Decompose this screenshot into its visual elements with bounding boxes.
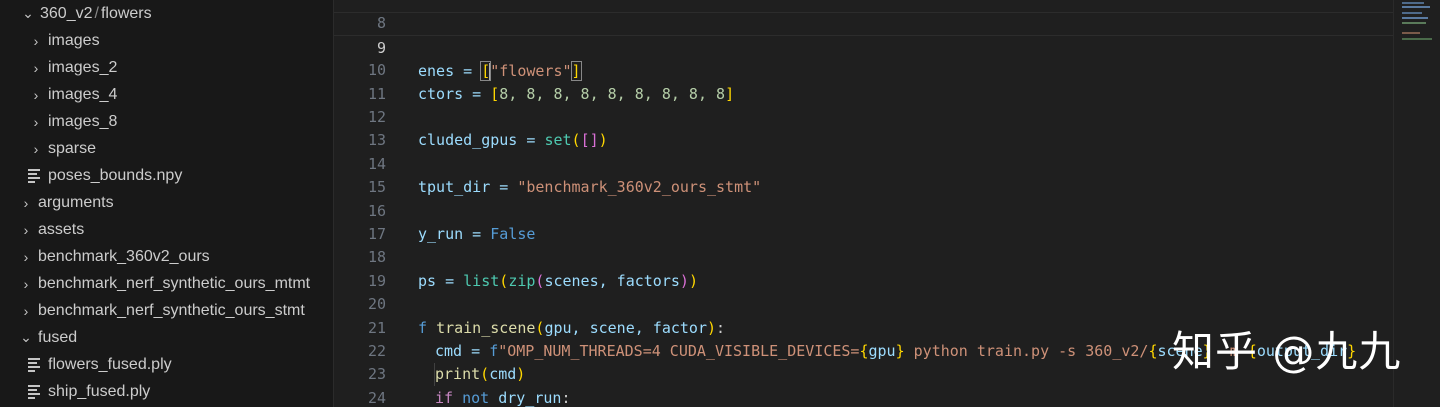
tree-item-poses-bounds[interactable]: poses_bounds.npy <box>0 162 333 189</box>
file-lines-icon <box>28 383 40 401</box>
tree-item-assets[interactable]: › assets <box>0 216 333 243</box>
tree-item-label: 360_v2 <box>40 4 93 22</box>
line-number: 18 <box>367 248 386 267</box>
line-number: 17 <box>367 225 386 243</box>
line-number: 22 <box>367 342 386 360</box>
file-lines-icon <box>28 167 40 185</box>
chevron-right-icon: › <box>23 194 29 211</box>
bracket-match: ] <box>570 61 582 82</box>
code-line: 8 <box>334 0 1393 32</box>
minimap[interactable] <box>1393 0 1440 407</box>
tree-item-360v2-flowers[interactable]: ⌄ 360_v2 / flowers <box>0 0 333 27</box>
code-line: 14 tput_dir = "benchmark_360v2_ours_stmt… <box>334 129 1393 196</box>
explorer-sidebar: ⌄ 360_v2 / flowers › images › images_2 ›… <box>0 0 334 407</box>
code-editor[interactable]: 8 9 enes = ["flowers"] 10 ctors = [8, 8,… <box>334 0 1393 407</box>
code-line: 23 if not dry_run: <box>334 340 1393 406</box>
bracket-match: [ <box>480 61 492 82</box>
line-number: 24 <box>367 388 386 407</box>
chevron-right-icon: › <box>23 275 29 292</box>
line-number: 14 <box>367 154 386 173</box>
chevron-right-icon: › <box>33 86 39 103</box>
file-lines-icon <box>28 356 40 374</box>
line-number: 12 <box>367 108 386 126</box>
chevron-right-icon: › <box>33 140 39 157</box>
chevron-down-icon: ⌄ <box>20 329 32 345</box>
line-number: 15 <box>367 178 386 197</box>
tree-item-label: images <box>48 31 100 49</box>
chevron-down-icon: ⌄ <box>22 5 34 21</box>
line-number: 16 <box>367 201 386 220</box>
code-line: 17 <box>334 200 1393 243</box>
line-number: 13 <box>367 131 386 150</box>
code-line: 11 <box>334 59 1393 103</box>
text-cursor <box>489 62 492 81</box>
tree-item-label: images_4 <box>48 85 118 103</box>
tree-item-fused[interactable]: ⌄ fused <box>0 324 333 351</box>
chevron-right-icon: › <box>33 113 39 130</box>
tree-item-label: benchmark_nerf_synthetic_ours_stmt <box>38 301 305 319</box>
indent-guide <box>434 363 435 387</box>
tree-item-images-8[interactable]: › images_8 <box>0 108 333 135</box>
tree-item-label: flowers <box>100 4 152 22</box>
watermark: 知乎 @九九 <box>1172 327 1402 376</box>
code-line: 18 ps = list(zip(scenes, factors)) <box>334 223 1393 289</box>
tree-item-label: images_8 <box>48 112 118 130</box>
code-line: 13 <box>334 106 1393 149</box>
tree-item-benchmark-nerf-mtmt[interactable]: › benchmark_nerf_synthetic_ours_mtmt <box>0 270 333 297</box>
chevron-right-icon: › <box>23 221 29 238</box>
tree-item-label: poses_bounds.npy <box>48 166 183 184</box>
tree-item-label: fused <box>38 328 78 346</box>
line-number: 11 <box>367 84 386 103</box>
chevron-right-icon: › <box>33 59 39 76</box>
path-separator: / <box>94 4 99 22</box>
tree-item-images-2[interactable]: › images_2 <box>0 54 333 81</box>
code-line: 24 os.system(cmd) <box>334 363 1393 407</box>
tree-item-benchmark-360v2-ours[interactable]: › benchmark_360v2_ours <box>0 243 333 270</box>
tree-item-benchmark-nerf-stmt[interactable]: › benchmark_nerf_synthetic_ours_stmt <box>0 297 333 324</box>
chevron-right-icon: › <box>33 32 39 49</box>
code-line: 22 print(cmd) <box>334 317 1393 383</box>
chevron-right-icon: › <box>23 302 29 319</box>
tree-item-label: flowers_fused.ply <box>48 355 172 373</box>
code-line: 20 f train_scene(gpu, scene, factor): <box>334 270 1393 336</box>
line-number: 20 <box>367 295 386 314</box>
tree-item-arguments[interactable]: › arguments <box>0 189 333 216</box>
line-number: 9 <box>376 38 386 57</box>
code-line: 15 <box>334 153 1393 196</box>
line-number: 19 <box>367 271 386 290</box>
tree-item-label: benchmark_360v2_ours <box>38 247 210 265</box>
code-line: 19 <box>334 246 1393 290</box>
code-line: 16 y_run = False <box>334 176 1393 243</box>
line-number: 10 <box>367 61 386 80</box>
chevron-right-icon: › <box>23 248 29 265</box>
tree-item-label: arguments <box>38 193 114 211</box>
tree-item-label: images_2 <box>48 58 118 76</box>
tree-item-images-4[interactable]: › images_4 <box>0 81 333 108</box>
tree-item-ship-fused[interactable]: ship_fused.ply <box>0 378 333 405</box>
code-line: 25 <box>334 387 1393 407</box>
code-line-current: 9 enes = ["flowers"] <box>334 12 1393 82</box>
line-number: 21 <box>367 318 386 337</box>
tree-item-label: benchmark_nerf_synthetic_ours_mtmt <box>38 274 311 292</box>
tree-item-label: assets <box>38 220 85 238</box>
line-number: 23 <box>367 365 386 384</box>
tree-item-sparse[interactable]: › sparse <box>0 135 333 162</box>
tree-item-images[interactable]: › images <box>0 27 333 54</box>
tree-item-label: sparse <box>48 139 97 157</box>
tree-item-label: ship_fused.ply <box>48 382 151 400</box>
code-line: 21 cmd = f"OMP_NUM_THREADS=4 CUDA_VISIBL… <box>334 293 1393 360</box>
code-line: 10 ctors = [8, 8, 8, 8, 8, 8, 8, 8, 8] <box>334 36 1393 102</box>
tree-item-flowers-fused[interactable]: flowers_fused.ply <box>0 351 333 378</box>
line-number: 8 <box>376 14 386 33</box>
code-line: 12 cluded_gpus = set([]) <box>334 83 1393 149</box>
